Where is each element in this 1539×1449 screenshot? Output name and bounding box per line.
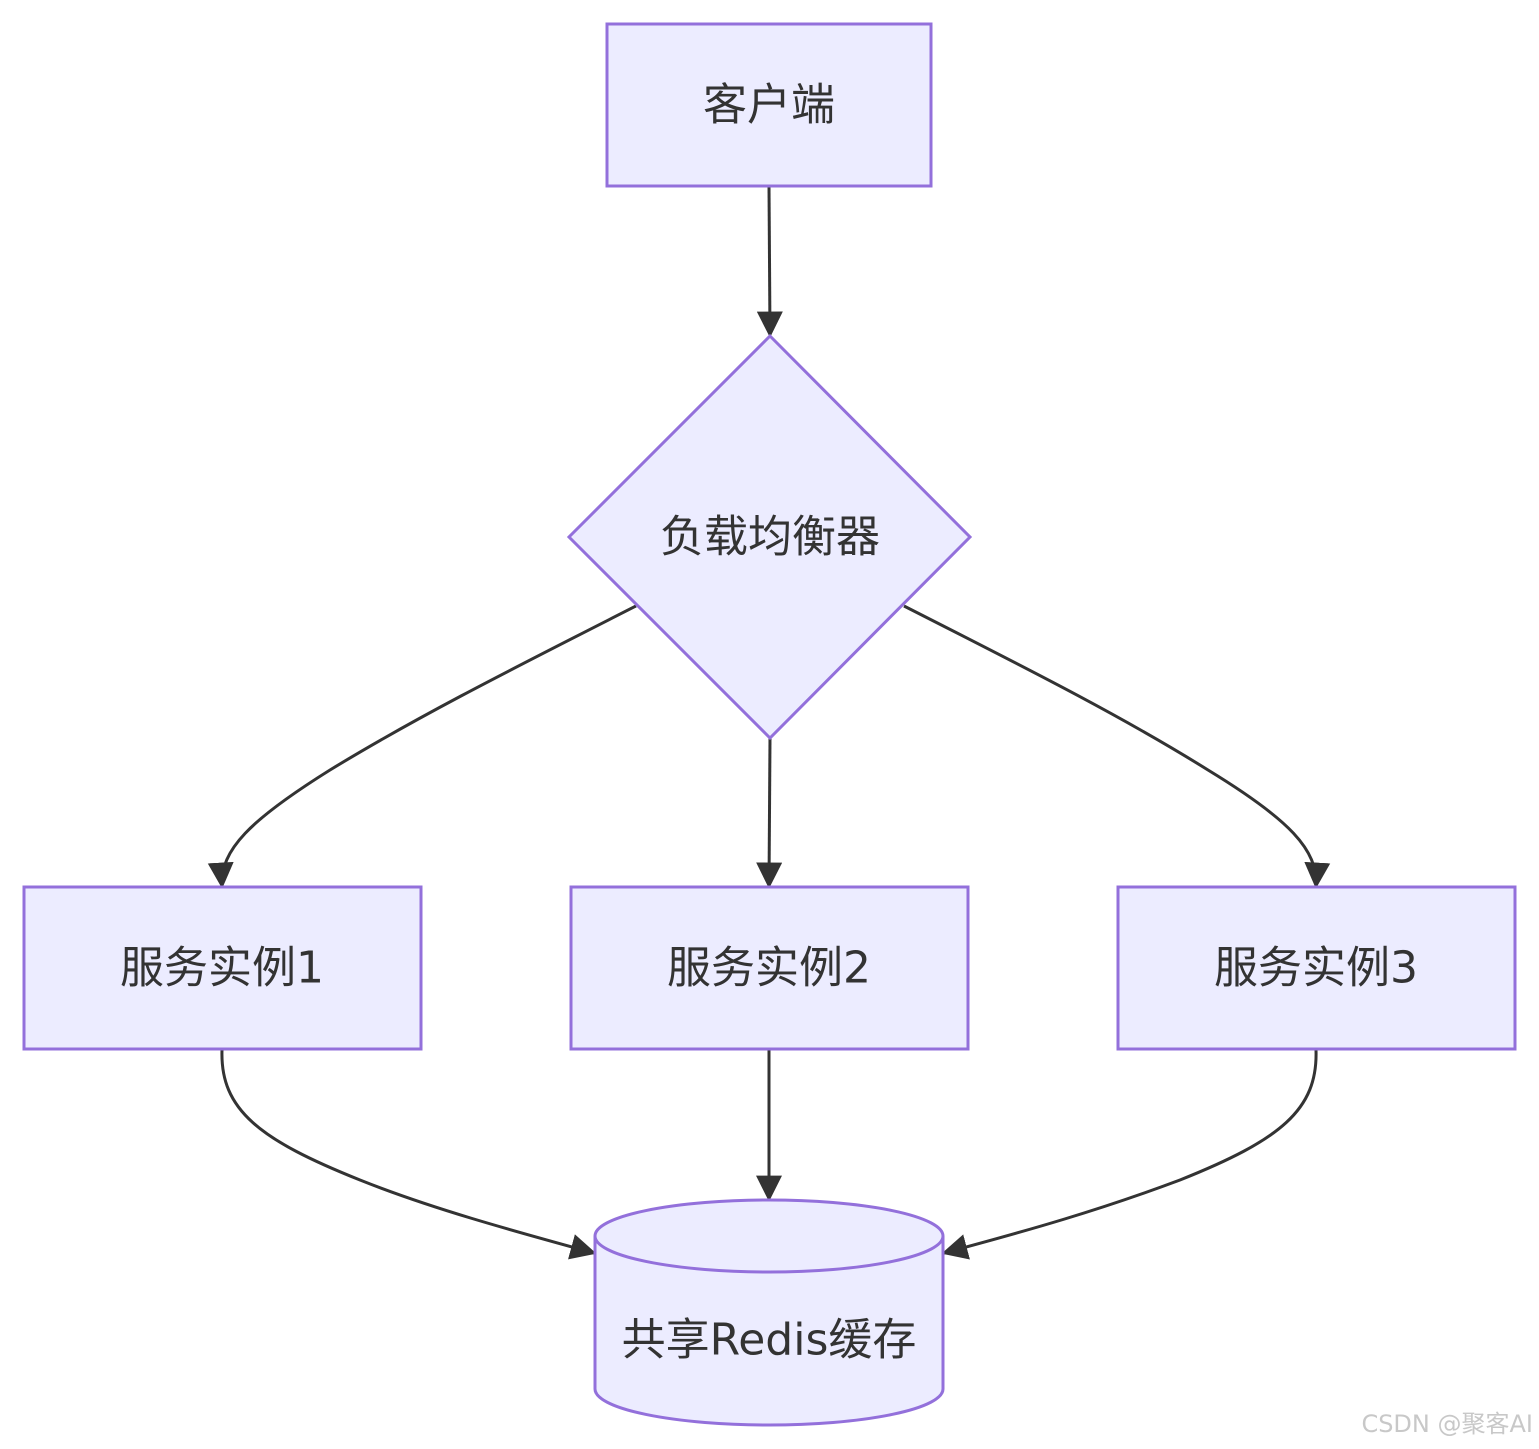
load-balancer-diamond bbox=[566, 333, 973, 741]
instance1-label: 服务实例1 bbox=[120, 943, 324, 994]
edge-client-to-load-balancer bbox=[756, 185, 783, 338]
edges bbox=[207, 185, 1331, 1260]
edge-instance1-to-redis bbox=[220, 1049, 597, 1260]
instance2-node: 服务实例2 bbox=[569, 885, 970, 1051]
edge-load-balancer-to-instance3 bbox=[903, 604, 1331, 889]
instance1-node: 服务实例1 bbox=[22, 885, 423, 1051]
edge-load-balancer-to-instance1 bbox=[207, 604, 637, 889]
instance3-node: 服务实例3 bbox=[1116, 885, 1517, 1051]
instance1-box bbox=[22, 885, 423, 1051]
load-balancer-label: 负载均衡器 bbox=[660, 512, 880, 563]
redis-node: 共享Redis缓存 bbox=[593, 1198, 945, 1427]
client-node: 客户端 bbox=[605, 22, 933, 188]
watermark: CSDN @聚客AI bbox=[1361, 1410, 1533, 1438]
client-label: 客户端 bbox=[703, 80, 835, 131]
redis-cylinder bbox=[593, 1198, 945, 1427]
client-box bbox=[605, 22, 933, 188]
edge-load-balancer-to-instance2 bbox=[756, 737, 783, 889]
load-balancer-node: 负载均衡器 bbox=[566, 333, 973, 741]
instance3-label: 服务实例3 bbox=[1214, 943, 1418, 994]
instance2-label: 服务实例2 bbox=[667, 943, 871, 994]
edge-instance3-to-redis bbox=[941, 1049, 1318, 1260]
redis-cylinder-top bbox=[593, 1235, 945, 1274]
instance2-box bbox=[569, 885, 970, 1051]
instance3-box bbox=[1116, 885, 1517, 1051]
redis-label: 共享Redis缓存 bbox=[622, 1315, 917, 1366]
